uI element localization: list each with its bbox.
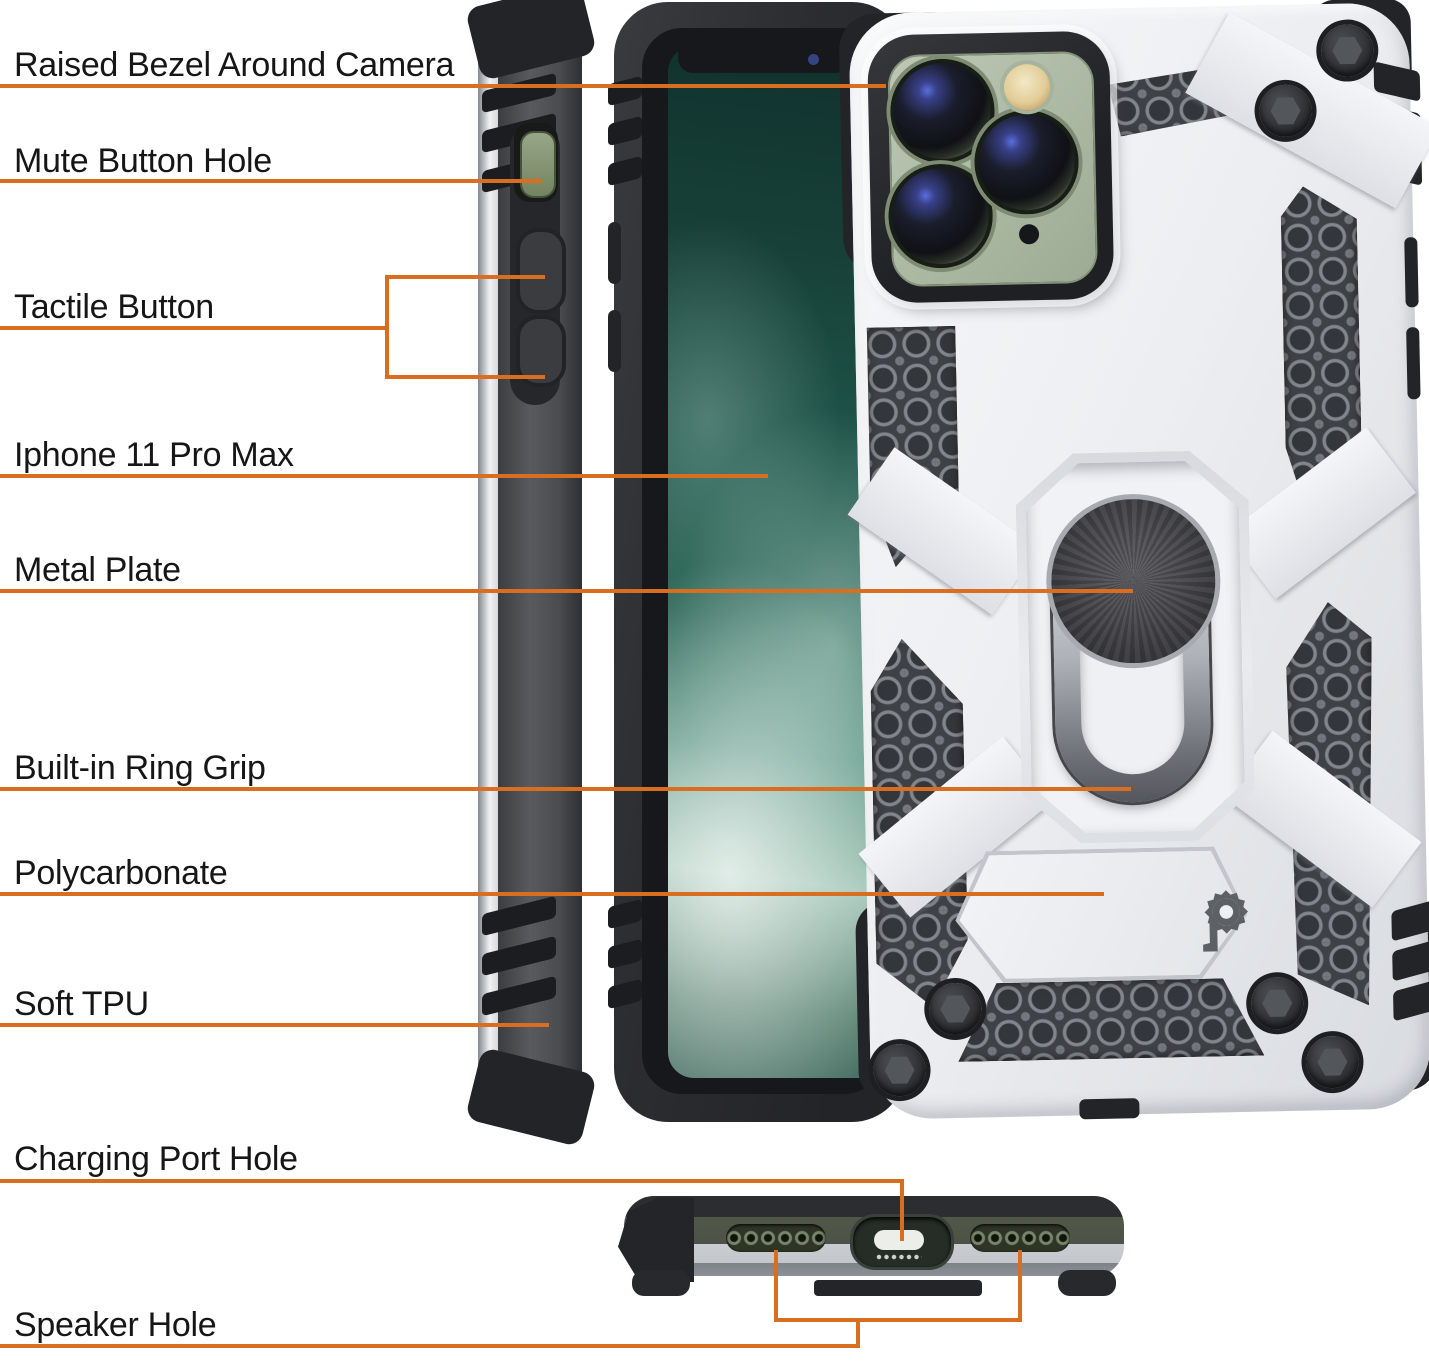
- label-tactile-button: Tactile Button: [14, 288, 214, 326]
- callout-bracket-speaker-right: [1018, 1250, 1022, 1322]
- front-camera-icon: [808, 54, 819, 65]
- callout-line-iphone: [0, 474, 768, 478]
- case-bottom-view: [618, 1190, 1130, 1312]
- callout-bracket-speaker-horizontal: [774, 1318, 1022, 1322]
- callout-bracket-tactile-top: [385, 275, 545, 279]
- callout-line-raised-bezel: [0, 84, 886, 88]
- lightning-port: [874, 1230, 924, 1250]
- punkcase-logo: [1203, 890, 1249, 952]
- front-volume-button-nub: [608, 310, 621, 372]
- callout-line-speaker-hole: [0, 1344, 860, 1348]
- label-raised-bezel-around-camera: Raised Bezel Around Camera: [14, 46, 455, 84]
- lightning-port-pins: [876, 1254, 922, 1260]
- callout-bracket-speaker-stem: [856, 1320, 860, 1348]
- tpu-bottom-tab: [1079, 1098, 1140, 1120]
- front-volume-button-nub: [608, 222, 621, 284]
- callout-bracket-tactile-vertical: [385, 275, 389, 379]
- callout-line-ring-grip: [0, 787, 1131, 791]
- callout-bracket-tactile-bottom: [385, 375, 545, 379]
- label-polycarbonate: Polycarbonate: [14, 854, 228, 892]
- back-volume-button-edge: [1406, 327, 1421, 400]
- label-metal-plate: Metal Plate: [14, 551, 181, 589]
- bottom-foot: [632, 1270, 690, 1296]
- speaker-grille-left: [726, 1224, 826, 1252]
- callout-bracket-speaker-left: [774, 1250, 778, 1322]
- volume-up-button: [516, 228, 566, 314]
- bottom-lip-tab: [814, 1280, 982, 1296]
- speaker-grille-right: [970, 1224, 1070, 1252]
- callout-line-mute-button: [0, 179, 542, 183]
- label-soft-tpu: Soft TPU: [14, 985, 149, 1023]
- back-volume-button-edge: [1404, 237, 1419, 308]
- callout-line-tactile-button: [0, 326, 389, 330]
- callout-line-metal-plate: [0, 589, 1133, 593]
- case-side-view: [464, 0, 598, 1148]
- label-iphone-11-pro-max: Iphone 11 Pro Max: [14, 436, 294, 474]
- mute-switch: [520, 131, 556, 198]
- label-built-in-ring-grip: Built-in Ring Grip: [14, 749, 266, 787]
- honeycomb-mesh-panel-bottom: [957, 978, 1265, 1062]
- label-mute-button-hole: Mute Button Hole: [14, 142, 272, 180]
- screen-notch: [678, 46, 850, 73]
- callout-line-polycarbonate: [0, 892, 1104, 896]
- callout-line-soft-tpu: [0, 1023, 549, 1027]
- label-charging-port-hole: Charging Port Hole: [14, 1140, 298, 1178]
- label-speaker-hole: Speaker Hole: [14, 1306, 217, 1344]
- callout-line-charging-port: [0, 1179, 904, 1183]
- bottom-foot: [1058, 1270, 1116, 1296]
- callout-line-charging-port-drop: [900, 1179, 904, 1241]
- case-back-view: [838, 0, 1429, 1128]
